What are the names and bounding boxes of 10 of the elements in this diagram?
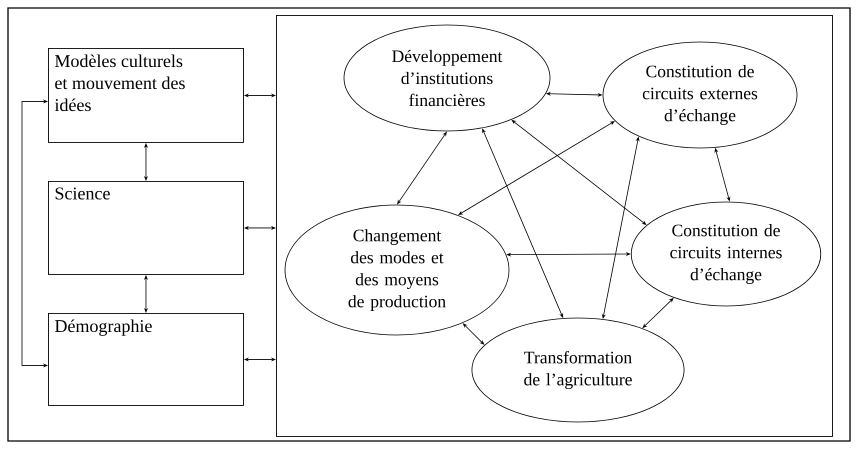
ellipse-node: Constitution de circuits internes d’échange xyxy=(630,202,822,306)
ellipse-node: Transformation de l’agriculture xyxy=(472,318,684,422)
arrow xyxy=(462,323,484,345)
text-box: Science xyxy=(48,181,244,275)
ellipse-node: Constitution de circuits externes d’échange xyxy=(602,42,798,148)
frame-box xyxy=(276,15,833,437)
text-box: Démographie xyxy=(48,313,244,406)
text-box: Modèles culturels et mouvement des idées xyxy=(48,48,244,143)
ellipse-node: Changement des modes et des moyens de production xyxy=(284,204,510,336)
ellipse-node: Développement d’institutions financières xyxy=(344,24,550,132)
